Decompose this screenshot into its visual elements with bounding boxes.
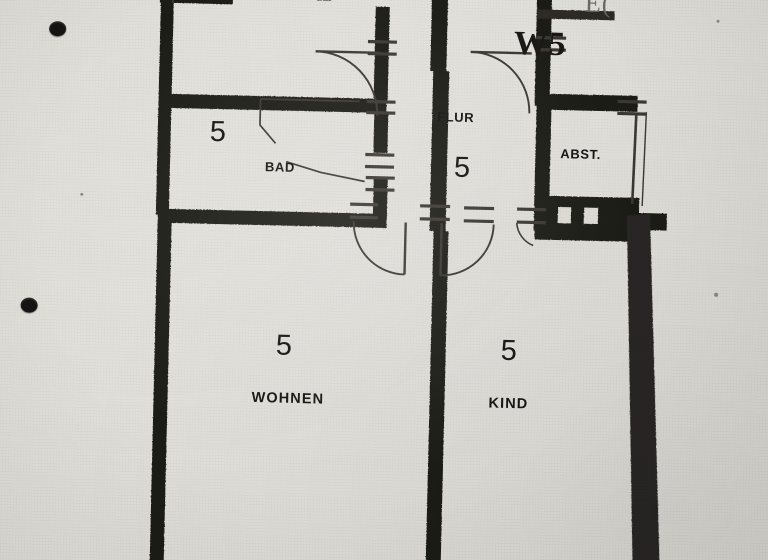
wohnen-room-number: 5 bbox=[275, 329, 293, 362]
wohnen-room-name: WOHNEN bbox=[251, 389, 325, 408]
unit-tag-w5: W5 bbox=[513, 24, 567, 64]
wall-abst-top bbox=[549, 93, 638, 112]
wall-bad-bottom bbox=[168, 208, 384, 228]
abst-room-name: ABST. bbox=[560, 146, 602, 163]
pillar-void-1 bbox=[557, 207, 572, 224]
wall-left-mid bbox=[155, 2, 174, 215]
wall-abst-left bbox=[534, 0, 553, 106]
door-swing-top-left bbox=[315, 50, 379, 116]
bad-room-number: 5 bbox=[209, 115, 227, 149]
wall-left-lower bbox=[147, 214, 172, 560]
kind-room-name: KIND bbox=[488, 395, 529, 413]
flur-room-number: 5 bbox=[453, 151, 472, 184]
paper-speck bbox=[714, 292, 719, 297]
door-leaf-kind bbox=[439, 223, 443, 276]
wall-upper-right-thin bbox=[536, 9, 615, 21]
wall-center-upper bbox=[430, 0, 450, 72]
door-jamb-abst bbox=[641, 112, 648, 207]
bad-room-name: BAD bbox=[264, 159, 296, 175]
paper-speck bbox=[716, 19, 720, 23]
kind-room-number: 5 bbox=[500, 334, 518, 368]
door-leaf-wohnen bbox=[403, 222, 407, 275]
wall-bad-right-lower bbox=[372, 177, 388, 229]
door-swing-top-right bbox=[470, 51, 531, 114]
wall-right-exterior bbox=[626, 214, 662, 560]
door-leaf-abst bbox=[630, 113, 638, 204]
door-swing-abst-small bbox=[515, 222, 534, 247]
flur-room-name: FLUR bbox=[437, 109, 475, 126]
wall-top-vertical-a bbox=[316, 0, 333, 1]
bad-leader-line-1b bbox=[260, 98, 360, 103]
bad-leader-line-1 bbox=[259, 98, 277, 144]
wall-center-lower bbox=[423, 231, 449, 560]
wall-group bbox=[147, 0, 667, 560]
door-swing-kind bbox=[440, 224, 495, 277]
wall-top-left-stub bbox=[172, 0, 234, 5]
bad-leader-line-2 bbox=[285, 160, 365, 183]
wall-bad-top bbox=[170, 93, 387, 113]
door-swing-wohnen bbox=[352, 221, 405, 276]
door-detail-group bbox=[171, 0, 648, 277]
wall-center-mid bbox=[429, 71, 450, 232]
pillar-void-2 bbox=[583, 207, 599, 224]
pencil-note: E( bbox=[584, 0, 612, 19]
door-jamb-marks bbox=[349, 35, 647, 225]
wall-bad-right-mid bbox=[373, 112, 389, 154]
paper-speck bbox=[80, 192, 84, 196]
